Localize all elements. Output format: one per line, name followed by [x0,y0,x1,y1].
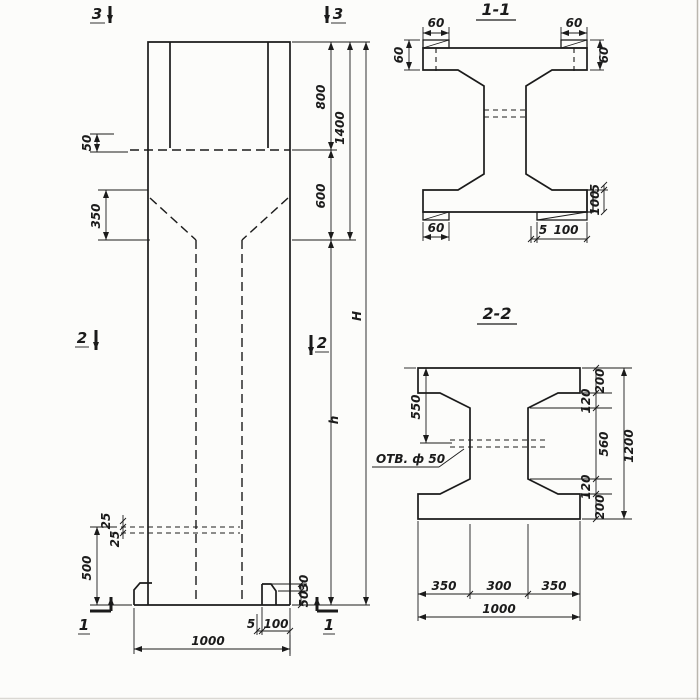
dim-width-1000: 1000 [191,634,224,648]
main-dimensions: 1000 800 600 h 1400 H 50 350 [80,41,370,656]
hole-callout: ОТВ. ф 50 [372,448,465,468]
section-1-1: 1-1 60 60 [392,0,611,243]
embedded-plates [422,39,594,221]
dim-25a: 25 [99,513,113,530]
dim-350: 350 [89,203,103,228]
dim-50: 50 [80,135,94,152]
base-foot-right [261,583,277,605]
dim-350-right: 350 [541,579,566,593]
dim-5: 5 [247,617,255,631]
dim-50b: 50 [297,591,311,608]
section-2-2-title: 2-2 [483,304,512,323]
dim-60-tl-v: 60 [392,47,406,64]
column-outline [133,41,291,606]
dim-550: 550 [409,394,423,419]
dim-5-r: 5 [588,184,602,192]
base-foot-left [133,582,152,605]
cut-label-2-right: 2 [317,334,327,352]
dim-350-left: 350 [431,579,456,593]
section-2-2-outline [417,367,581,520]
section-1-1-outline [422,47,588,213]
dim-300: 300 [486,579,511,593]
dim-100: 100 [263,617,288,631]
cut-label-2-left: 2 [77,329,87,347]
dim-500: 500 [80,555,94,580]
section-2-2-dimensions: 550 200 120 560 120 200 1200 [404,364,636,621]
hidden-lines [112,149,290,600]
dim-25b: 25 [108,531,122,548]
main-elevation: 3 3 2 2 1 1 1000 [75,5,370,656]
dim-100-r: 100 [588,190,602,215]
dim-60-tr: 60 [566,16,583,30]
hole-label: ОТВ. ф 50 [376,452,445,466]
dim-1200: 1200 [622,429,636,462]
dim-600: 600 [314,183,328,208]
dim-30: 30 [297,575,311,592]
dim-560: 560 [597,431,611,456]
section-cut-markers: 3 3 2 2 1 1 [75,5,346,635]
cut-label-3-left: 3 [92,5,102,23]
dim-200-top: 200 [593,368,607,393]
dim-100-br: 100 [553,223,578,237]
cut-label-1-left: 1 [79,616,89,634]
cut-label-1-right: 1 [324,616,334,634]
dim-120-bot: 120 [579,474,593,499]
dim-1000-s2: 1000 [482,602,515,616]
dim-H: H [350,311,364,321]
dim-60-tl: 60 [428,16,445,30]
dim-800: 800 [314,84,328,109]
section-1-1-dimensions: 60 60 60 60 60 5 100 [392,16,611,243]
cut-label-3-right: 3 [333,5,343,23]
dim-5-br: 5 [539,223,547,237]
dim-200-bot: 200 [593,494,607,519]
dim-h: h [327,416,341,425]
section-2-2: 2-2 ОТВ. ф 50 550 [372,304,636,621]
section-1-1-title: 1-1 [482,0,511,19]
dim-60-bl: 60 [428,221,445,235]
dim-120-top: 120 [579,388,593,413]
dim-1400: 1400 [333,111,347,144]
dim-60-tr-v: 60 [597,47,611,64]
